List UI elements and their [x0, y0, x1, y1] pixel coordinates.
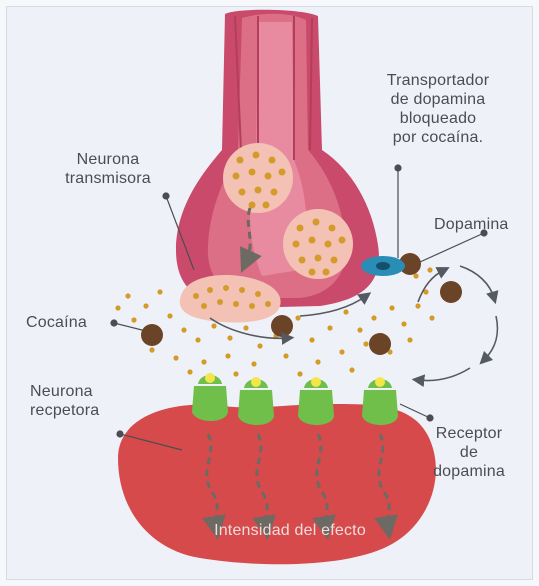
receptor-1: [192, 373, 228, 421]
circle-arrow-3: [418, 368, 470, 381]
label-transmitter-neuron: Neurona transmisora: [48, 150, 168, 188]
circle-arrow-1: [460, 266, 494, 298]
vesicle-middle: [283, 209, 353, 279]
circle-arrow-2: [484, 316, 498, 360]
receptor-2: [238, 377, 274, 425]
label-transporter: Transportador de dopamina bloqueado por …: [358, 71, 518, 147]
label-dopamine-receptor: Receptor de dopamina: [414, 424, 524, 481]
dopamine-transporter: [361, 256, 405, 276]
circle-arrow-4: [418, 270, 444, 302]
vesicle-upper: [223, 143, 293, 213]
receptor-3: [298, 377, 334, 425]
label-dopamine: Dopamina: [434, 215, 509, 234]
receptor-4: [362, 377, 398, 425]
receiving-neuron: [118, 404, 436, 564]
label-receptor-neuron: Neurona recpetora: [30, 382, 99, 420]
label-cocaine: Cocaína: [26, 313, 87, 332]
label-effect-intensity: Intensidad del efecto: [170, 521, 410, 540]
